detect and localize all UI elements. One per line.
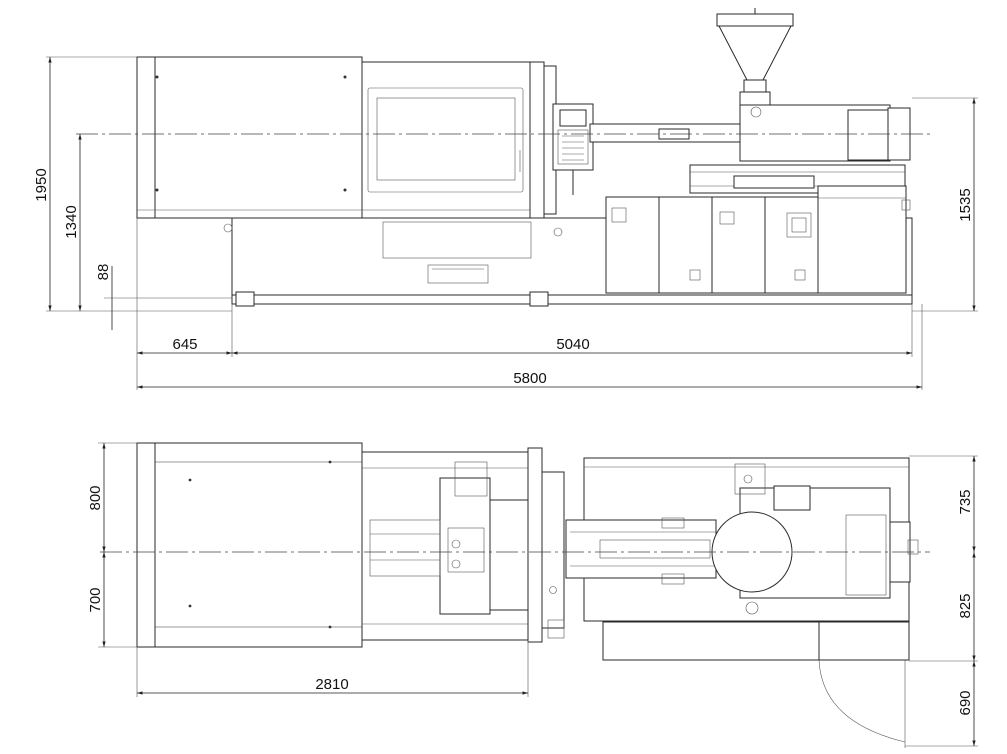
top-extension-lines: [98, 442, 978, 747]
toggle-mechanism-top: [361, 447, 565, 643]
side-view: 1950 1340 88 1535 645 5040 5800: [33, 8, 978, 390]
dim-left-overhang: 645: [172, 336, 197, 353]
hopper: [716, 8, 794, 118]
side-extension-lines: [46, 56, 978, 390]
dim-right-lower: 825: [957, 593, 974, 618]
dim-right-height: 1535: [957, 188, 974, 221]
dim-frame-length: 5040: [556, 336, 589, 353]
dim-upper-width: 800: [87, 485, 104, 510]
dim-axis-height: 1340: [63, 205, 80, 238]
door-swing-area: [602, 621, 910, 748]
machine-base: [223, 217, 913, 307]
control-panel: [552, 103, 594, 195]
clamping-guard: [136, 56, 557, 219]
dim-clamp-length: 2810: [315, 676, 348, 693]
dim-right-upper: 735: [957, 489, 974, 514]
dim-door-swing: 690: [957, 690, 974, 715]
top-view: 800 700 2810 735 825 690: [87, 442, 978, 748]
dim-base-clearance: 88: [95, 264, 112, 281]
power-unit-cabinets: [605, 185, 911, 294]
dim-total-length: 5800: [513, 370, 546, 387]
clamp-cover-top: [136, 442, 363, 648]
injection-unit: [589, 8, 911, 194]
dim-lower-width: 700: [87, 587, 104, 612]
dim-total-height: 1950: [33, 168, 50, 201]
injection-unit-top: [565, 457, 919, 622]
